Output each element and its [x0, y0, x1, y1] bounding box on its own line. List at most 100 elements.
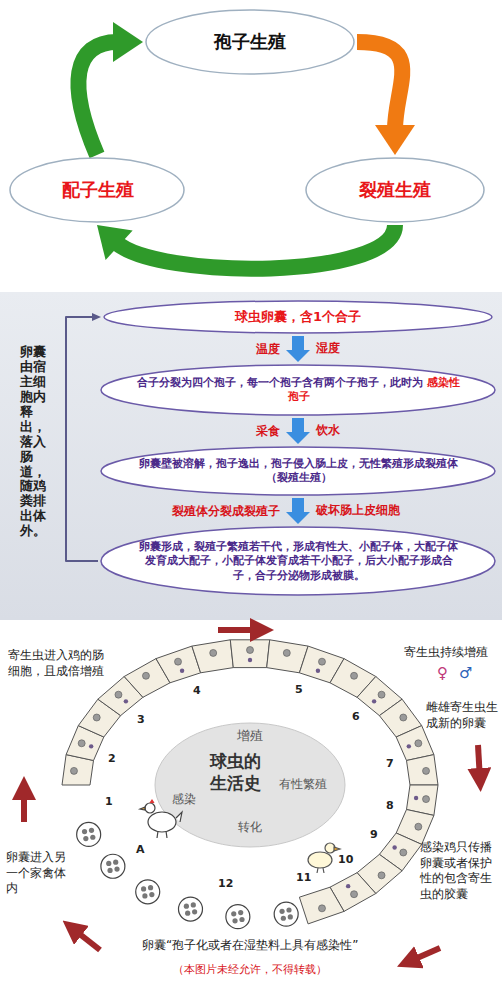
- sporocyst: [89, 828, 94, 833]
- edge-note: 湿度: [316, 341, 340, 357]
- cell-nucleus: [423, 767, 430, 774]
- ellipse-outline: [100, 364, 496, 416]
- connector: [286, 498, 310, 524]
- oocyst: [101, 854, 125, 878]
- step-ellipse: 合子分裂为四个孢子，每一个孢子含有两个子孢子，此时为感染性孢子: [100, 364, 496, 416]
- intestinal-cell-ring: [62, 640, 438, 929]
- sporocyst: [286, 907, 291, 912]
- annotation-text: 雌雄寄生虫生成新的卵囊: [426, 700, 499, 731]
- parasite-dot: [248, 658, 252, 662]
- connector: [97, 225, 395, 269]
- edge-label: 裂殖体分裂成裂殖子: [172, 503, 280, 520]
- oocyst: [274, 902, 298, 926]
- cell-nucleus: [247, 647, 254, 654]
- text-block: 裂殖生殖: [323, 178, 467, 201]
- annotation-text: 感染鸡只传播卵囊或者保护性的包含寄生虫的胶囊: [420, 840, 496, 902]
- callout-number: 4: [193, 684, 201, 698]
- oocyst: [226, 905, 250, 929]
- arrow-head: [286, 432, 310, 444]
- step-ellipse: 卵囊壁被溶解，孢子逸出，孢子侵入肠上皮，无性繁殖形成裂殖体（裂殖生殖）: [100, 446, 496, 496]
- annotation-text: 球虫的生活史: [205, 750, 265, 794]
- parasite-dot: [124, 699, 128, 703]
- arrow-head: [286, 512, 310, 524]
- arrow-head: [286, 350, 310, 362]
- text-block: 球虫卵囊，含1个合子: [142, 309, 454, 326]
- parasite-dot: [372, 699, 376, 703]
- intestinal-cell: [230, 640, 269, 668]
- sporocyst: [191, 902, 196, 907]
- connector-line: [66, 317, 98, 561]
- cell-nucleus: [175, 658, 182, 665]
- oocyst: [136, 880, 160, 904]
- connector-line: [292, 418, 304, 434]
- sporocyst: [239, 917, 244, 922]
- cell-nucleus: [400, 849, 407, 856]
- intestinal-cell: [299, 887, 344, 924]
- parasite-dot: [316, 669, 320, 673]
- sporocyst: [90, 835, 95, 840]
- node-text: 球虫卵囊，含1个合子: [142, 309, 454, 326]
- node-text: 卵囊形成，裂殖子繁殖若干代，形成有性大、小配子体，大配子体发育成大配子，小配子体…: [136, 540, 461, 583]
- annotation-text: 卵囊进入另一个家禽体内: [6, 850, 70, 897]
- sporocyst: [231, 911, 236, 916]
- cell-nucleus: [423, 796, 430, 803]
- parasite-dot: [407, 744, 411, 748]
- callout-number: 3: [137, 713, 145, 727]
- callout-number: ♀: [437, 664, 448, 684]
- cell-nucleus: [378, 691, 385, 698]
- connector-line: [357, 42, 402, 130]
- annotation-text: 卵囊“孢子化或者在湿垫料上具有感染性”: [142, 938, 358, 954]
- sporocyst: [185, 911, 190, 916]
- edge-note: 饮水: [316, 423, 340, 439]
- parasite-dot: [414, 796, 418, 800]
- node-text: 卵囊壁被溶解，孢子逸出，孢子侵入肠上皮，无性繁殖形成裂殖体（裂殖生殖）: [136, 457, 461, 486]
- sporocyst: [107, 868, 112, 873]
- connector-line: [292, 336, 304, 352]
- sporocyst: [288, 914, 293, 919]
- sporocyst: [279, 909, 284, 914]
- annotation-text: 增殖: [237, 728, 263, 745]
- node-text: 合子分裂为四个孢子，每一个孢子含有两个子孢子，此时为: [137, 376, 423, 389]
- ellipse-shape: [146, 10, 354, 74]
- ellipse-shape: [306, 158, 484, 222]
- cell-nucleus: [93, 714, 100, 721]
- connector: [286, 336, 310, 362]
- cell-nucleus: [283, 649, 290, 656]
- ellipse-shape: [101, 527, 495, 595]
- connector: [78, 22, 143, 155]
- text-block: 孢子生殖: [166, 30, 334, 53]
- stage-ellipse: 裂殖生殖: [305, 157, 485, 223]
- ellipse-shape: [101, 447, 495, 495]
- intestinal-cell: [407, 755, 439, 785]
- connector: [357, 42, 415, 155]
- cell-nucleus: [351, 891, 358, 898]
- oocyst: [178, 897, 202, 921]
- arrow-head: [113, 22, 143, 62]
- sporocyst: [281, 916, 286, 921]
- cell-nucleus: [318, 658, 325, 665]
- connector: [286, 418, 310, 444]
- edge-label: 采食: [256, 423, 280, 440]
- callout-number: ♂: [459, 664, 472, 684]
- cell-nucleus: [115, 691, 122, 698]
- connector-line: [292, 498, 304, 514]
- sporocyst: [238, 910, 243, 915]
- parasite-dot: [89, 744, 93, 748]
- sporocyst: [142, 893, 147, 898]
- cell-nucleus: [400, 714, 407, 721]
- stage-ellipse: 孢子生殖: [145, 9, 355, 75]
- annotation-text: （本图片未经允许，不得转载）: [173, 963, 327, 977]
- step-ellipse: 卵囊形成，裂殖子繁殖若干代，形成有性大、小配子体，大配子体发育成大配子，小配子体…: [100, 526, 496, 596]
- cell-nucleus: [415, 740, 422, 747]
- sporocyst: [232, 918, 237, 923]
- cell-nucleus: [318, 905, 325, 912]
- cell-nucleus: [78, 740, 85, 747]
- node-text: 裂殖生殖: [323, 178, 467, 201]
- panel-ground: [0, 622, 502, 995]
- sporocyst: [83, 836, 88, 841]
- cycle-arrow: [24, 630, 480, 962]
- callout-number: 12: [218, 877, 233, 891]
- annotation-text: 寄生虫进入鸡的肠细胞，且成倍增殖: [8, 648, 106, 679]
- cell-nucleus: [70, 767, 77, 774]
